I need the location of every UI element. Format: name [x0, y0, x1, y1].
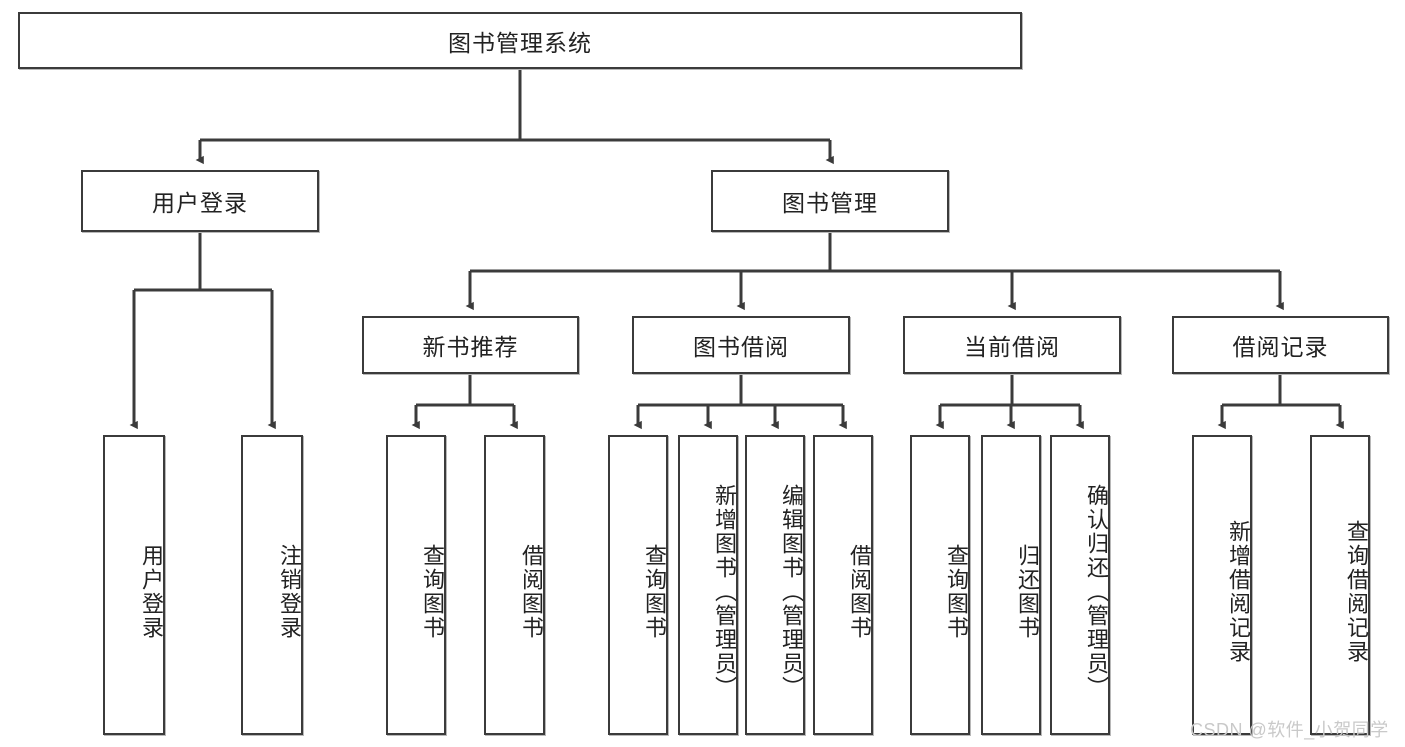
leaf-newbook-query-books-label: 查询图书: [420, 544, 445, 640]
leaf-newbook-query-books[interactable]: 查询图书: [386, 435, 446, 735]
leaf-logout-label: 注销登录: [277, 544, 302, 640]
leaf-records-add-record-label: 新增借阅记录: [1226, 520, 1251, 664]
node-book-borrow-label: 图书借阅: [693, 334, 789, 360]
leaf-borrow-query-books-label: 查询图书: [642, 544, 667, 640]
node-book-management-label: 图书管理: [782, 190, 878, 216]
leaf-newbook-borrow-books-label: 借阅图书: [519, 544, 544, 640]
leaf-current-query-books-label: 查询图书: [944, 544, 969, 640]
leaf-current-confirm-return-admin-label: 确认归还（管理员）: [1084, 484, 1109, 700]
node-borrow-records-label: 借阅记录: [1232, 334, 1329, 360]
csdn-watermark: CSDN @软件_小贺同学: [1190, 720, 1389, 740]
leaf-logout[interactable]: 注销登录: [241, 435, 303, 735]
leaf-borrow-lend-books[interactable]: 借阅图书: [813, 435, 873, 735]
node-new-book-recommend-label: 新书推荐: [422, 334, 519, 360]
node-book-management[interactable]: 图书管理: [711, 170, 949, 232]
leaf-current-return-books-label: 归还图书: [1015, 544, 1040, 640]
node-user-login-label: 用户登录: [152, 190, 248, 216]
leaf-borrow-add-book-admin[interactable]: 新增图书（管理员）: [678, 435, 738, 735]
leaf-borrow-lend-books-label: 借阅图书: [847, 544, 872, 640]
leaf-records-add-record[interactable]: 新增借阅记录: [1192, 435, 1252, 735]
leaf-current-return-books[interactable]: 归还图书: [981, 435, 1041, 735]
node-current-borrow-label: 当前借阅: [964, 334, 1060, 360]
leaf-user-login-label: 用户登录: [139, 544, 164, 640]
leaf-borrow-edit-book-admin[interactable]: 编辑图书（管理员）: [745, 435, 805, 735]
node-user-login[interactable]: 用户登录: [81, 170, 319, 232]
leaf-records-query-record-label: 查询借阅记录: [1344, 520, 1369, 664]
node-root[interactable]: 图书管理系统: [18, 12, 1022, 69]
node-root-label: 图书管理系统: [448, 29, 592, 56]
node-borrow-records[interactable]: 借阅记录: [1172, 316, 1389, 374]
node-new-book-recommend[interactable]: 新书推荐: [362, 316, 579, 374]
leaf-records-query-record[interactable]: 查询借阅记录: [1310, 435, 1370, 735]
leaf-current-query-books[interactable]: 查询图书: [910, 435, 970, 735]
leaf-borrow-query-books[interactable]: 查询图书: [608, 435, 668, 735]
leaf-borrow-edit-book-admin-label: 编辑图书（管理员）: [779, 484, 804, 700]
leaf-newbook-borrow-books[interactable]: 借阅图书: [484, 435, 545, 735]
node-book-borrow[interactable]: 图书借阅: [632, 316, 850, 374]
node-current-borrow[interactable]: 当前借阅: [903, 316, 1121, 374]
leaf-current-confirm-return-admin[interactable]: 确认归还（管理员）: [1050, 435, 1110, 735]
leaf-user-login[interactable]: 用户登录: [103, 435, 165, 735]
leaf-borrow-add-book-admin-label: 新增图书（管理员）: [712, 484, 737, 700]
